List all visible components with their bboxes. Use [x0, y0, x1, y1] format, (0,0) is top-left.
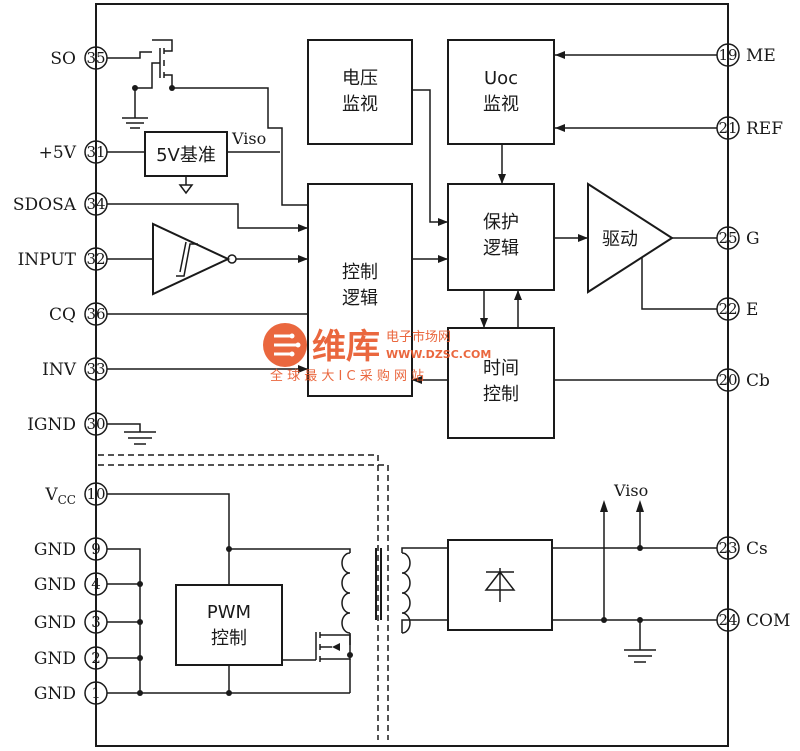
pin-label: GND — [34, 613, 76, 633]
pin-label: SO — [50, 49, 76, 69]
pin-number: 25 — [718, 229, 737, 247]
pin-label: GND — [34, 649, 76, 669]
control-logic-line2: 逻辑 — [342, 288, 378, 309]
watermark-tagline: 电子市场网 — [386, 329, 451, 345]
pin-ignd: IGND 30 — [27, 412, 108, 436]
uoc-monitor-line2: 监视 — [483, 94, 519, 115]
pin-number: 1 — [91, 684, 101, 702]
watermark-logo-icon — [263, 323, 307, 367]
pin-label: ME — [746, 46, 776, 66]
package-outline — [95, 3, 729, 747]
pin-com: 24 COM — [716, 608, 790, 632]
pin-e: 22 E — [716, 297, 758, 321]
pin-label: IGND — [27, 415, 76, 435]
block-uoc-monitor: Uoc 监视 — [447, 39, 555, 145]
block-timer-control: 时间 控制 — [447, 327, 555, 439]
pin-so: SO 35 — [50, 46, 108, 70]
pin-5v: +5V 31 — [39, 140, 108, 164]
uoc-monitor-line1: Uoc — [484, 68, 518, 89]
pwm-control-line2: 控制 — [211, 628, 247, 649]
pin-number: 19 — [718, 46, 737, 64]
block-drive: 驱动 — [587, 182, 674, 294]
pin-number: 4 — [91, 575, 101, 593]
pin-number: 3 — [91, 613, 101, 631]
pin-label: SDOSA — [13, 195, 77, 215]
pin-number: 31 — [86, 143, 105, 161]
protect-logic-line1: 保护 — [483, 212, 519, 233]
pin-gnd-2: GND 2 — [34, 646, 108, 670]
pin-number: 9 — [91, 540, 101, 558]
pin-label: Cb — [746, 371, 770, 391]
watermark-brand: 维库 — [312, 327, 380, 367]
protect-logic-line2: 逻辑 — [483, 238, 519, 259]
pin-number: 36 — [86, 305, 105, 323]
pin-number: 30 — [86, 415, 105, 433]
block-pwm-control: PWM 控制 — [175, 584, 283, 666]
block-protect-logic: 保护 逻辑 — [447, 183, 555, 291]
pin-gnd-3: GND 3 — [34, 610, 108, 634]
voltage-monitor-line2: 监视 — [342, 94, 378, 115]
pin-label: CQ — [49, 305, 76, 325]
pin-number: 34 — [86, 195, 105, 213]
pin-cb: 20 Cb — [716, 368, 770, 392]
block-5v-reference: 5V基准 — [144, 131, 228, 177]
left-pins: SO 35 +5V 31 SDOSA 34 INPUT 32 CQ 36 INV… — [13, 46, 108, 705]
pin-label: VCC — [44, 485, 76, 507]
timer-control-line2: 控制 — [483, 384, 519, 405]
pin-label: Cs — [746, 539, 768, 559]
pin-ref: 21 REF — [716, 116, 783, 140]
pin-input: INPUT 32 — [18, 247, 108, 271]
block-control-logic: 控制 逻辑 — [307, 183, 413, 397]
pin-label: GND — [34, 540, 76, 560]
pin-number: 21 — [718, 119, 737, 137]
wiring — [98, 39, 717, 740]
right-pins: 19 ME 21 REF 25 G 22 E 20 Cb 23 Cs — [716, 43, 790, 632]
watermark: 维库 电子市场网 WWW.DZSC.COM 全 球 最 大 I C 采 购 网 … — [263, 323, 491, 384]
viso-top-label: Viso — [231, 129, 266, 148]
pin-g: 25 G — [716, 226, 760, 250]
pin-sdosa: SDOSA 34 — [13, 192, 108, 216]
viso-right-label: Viso — [613, 481, 648, 500]
pin-number: 33 — [86, 360, 105, 378]
pin-vcc: VCC 10 — [44, 482, 108, 507]
pin-label: REF — [746, 119, 783, 139]
pin-gnd-9: GND 9 — [34, 537, 108, 561]
ref-5v-label: 5V基准 — [156, 145, 216, 166]
voltage-monitor-line1: 电压 — [342, 68, 378, 89]
block-voltage-monitor: 电压 监视 — [307, 39, 413, 145]
pin-label: INV — [42, 360, 77, 380]
pin-number: 22 — [718, 300, 737, 318]
pin-number: 32 — [86, 250, 105, 268]
pin-number: 2 — [91, 649, 101, 667]
pin-label: +5V — [39, 143, 77, 163]
pin-number: 24 — [718, 611, 737, 629]
watermark-slogan: 全 球 最 大 I C 采 购 网 站 — [270, 368, 424, 384]
pin-me: 19 ME — [716, 43, 776, 67]
pin-cs: 23 Cs — [716, 536, 768, 560]
pin-label: GND — [34, 684, 76, 704]
control-logic-line1: 控制 — [342, 262, 378, 283]
block-rectifier — [447, 539, 553, 631]
pin-cq: CQ 36 — [49, 302, 108, 326]
pin-label: E — [746, 300, 758, 320]
pin-label: G — [746, 229, 760, 249]
timer-control-line1: 时间 — [483, 358, 519, 379]
pin-gnd-4: GND 4 — [34, 572, 108, 596]
pin-number: 20 — [718, 371, 737, 389]
pin-label-sub: CC — [58, 493, 76, 507]
drive-label: 驱动 — [602, 229, 638, 250]
pin-label: GND — [34, 575, 76, 595]
pin-inv: INV 33 — [42, 357, 108, 381]
pin-number: 23 — [718, 539, 737, 557]
watermark-url: WWW.DZSC.COM — [386, 348, 491, 361]
pwm-control-line1: PWM — [207, 602, 251, 623]
pin-label: COM — [746, 611, 790, 631]
diode-icon — [484, 568, 516, 602]
pin-gnd-1: GND 1 — [34, 681, 108, 705]
pin-number: 35 — [86, 49, 105, 67]
pin-number: 10 — [86, 485, 105, 503]
pin-label: INPUT — [18, 250, 77, 270]
